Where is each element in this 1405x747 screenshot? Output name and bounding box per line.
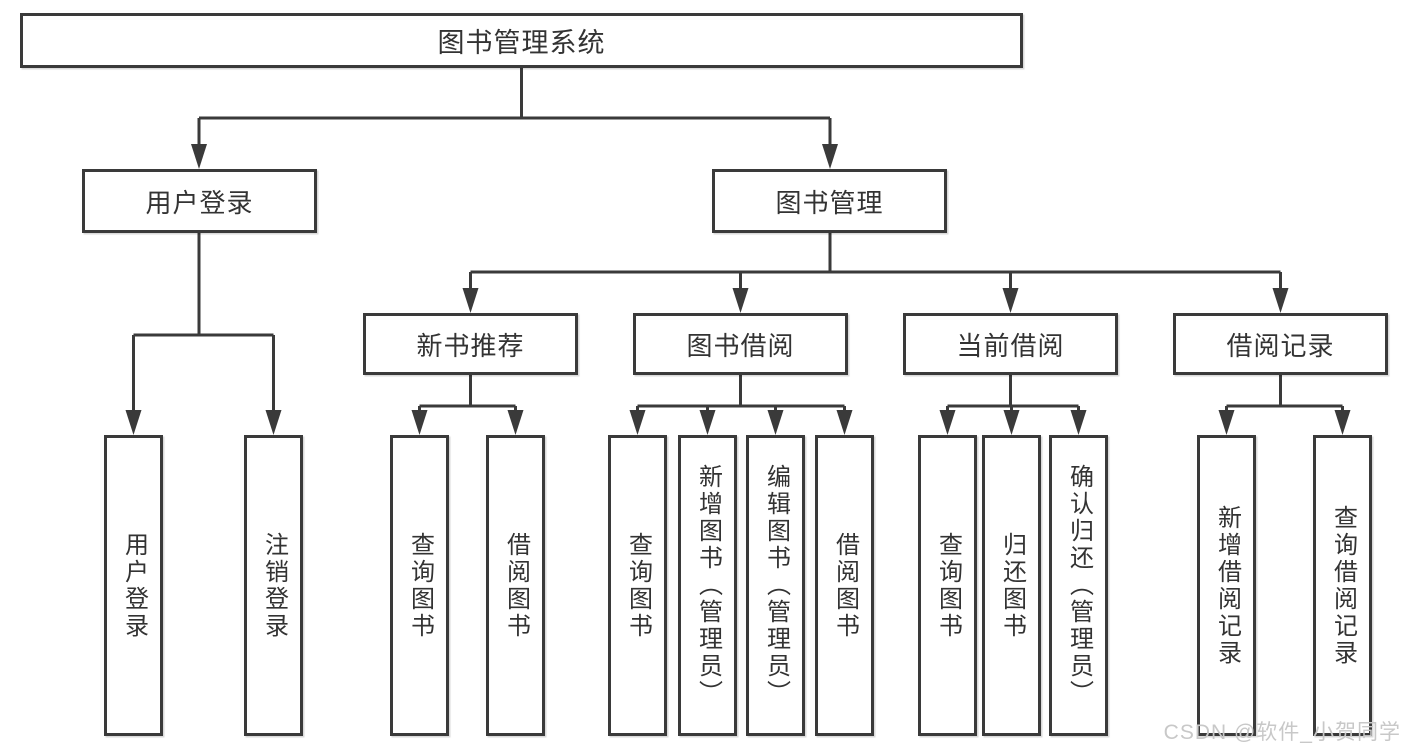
edges-bookborrow-to-leaves xyxy=(629,375,853,435)
node-book-management-system: 图书管理系统 xyxy=(20,13,1023,68)
edges-records-to-leaves xyxy=(1218,375,1351,435)
node-current-borrowing: 当前借阅 xyxy=(903,313,1118,375)
node-user-login: 用户登录 xyxy=(82,169,317,233)
leaf-return-books: 归还图书 xyxy=(982,435,1041,736)
node-label: 当前借阅 xyxy=(956,330,1065,361)
node-label: 注销登录 xyxy=(260,531,288,640)
leaf-edit-book-admin: 编辑图书（管理员） xyxy=(746,435,805,736)
node-label: 新增图书（管理员） xyxy=(694,464,722,707)
edges-newbooks-to-leaves xyxy=(411,375,524,435)
node-borrowing-records: 借阅记录 xyxy=(1173,313,1388,375)
leaf-user-login: 用户登录 xyxy=(104,435,163,736)
node-label: 图书借阅 xyxy=(686,330,795,361)
node-book-borrowing: 图书借阅 xyxy=(633,313,848,375)
leaf-logout: 注销登录 xyxy=(244,435,303,736)
node-label: 图书管理 xyxy=(775,187,884,218)
leaf-borrow-books-recommend: 借阅图书 xyxy=(486,435,545,736)
edges-root-to-level2 xyxy=(191,68,838,169)
leaf-borrow-books-borrowing: 借阅图书 xyxy=(815,435,874,736)
edges-bookmgmt-to-level3 xyxy=(462,233,1289,313)
node-book-management: 图书管理 xyxy=(712,169,947,233)
leaf-query-books-current: 查询图书 xyxy=(918,435,977,736)
leaf-add-book-admin: 新增图书（管理员） xyxy=(678,435,737,736)
node-label: 查询图书 xyxy=(934,531,962,640)
leaf-query-books-recommend: 查询图书 xyxy=(390,435,449,736)
node-label: 新增借阅记录 xyxy=(1213,504,1241,667)
node-label: 编辑图书（管理员） xyxy=(762,464,790,707)
node-label: 用户登录 xyxy=(145,187,254,218)
node-label: 查询图书 xyxy=(624,531,652,640)
node-label: 借阅图书 xyxy=(831,531,859,640)
leaf-add-borrow-record: 新增借阅记录 xyxy=(1197,435,1256,736)
node-label: 借阅图书 xyxy=(502,531,530,640)
edges-userlogin-to-leaves xyxy=(125,233,282,435)
leaf-confirm-return-admin: 确认归还（管理员） xyxy=(1049,435,1108,736)
leaf-query-books-borrowing: 查询图书 xyxy=(608,435,667,736)
node-new-book-recommendation: 新书推荐 xyxy=(363,313,578,375)
node-label: 归还图书 xyxy=(998,531,1026,640)
node-label: 借阅记录 xyxy=(1226,330,1335,361)
csdn-watermark: CSDN @软件_小贺同学 xyxy=(1163,721,1401,744)
node-label: 查询图书 xyxy=(406,531,434,640)
node-label: 用户登录 xyxy=(120,531,148,640)
node-label: 确认归还（管理员） xyxy=(1065,464,1093,707)
edges-currentborrow-to-leaves xyxy=(939,375,1087,435)
node-label: 图书管理系统 xyxy=(437,28,606,58)
node-label: 查询借阅记录 xyxy=(1329,504,1357,667)
node-label: 新书推荐 xyxy=(416,330,525,361)
leaf-query-borrow-record: 查询借阅记录 xyxy=(1313,435,1372,736)
